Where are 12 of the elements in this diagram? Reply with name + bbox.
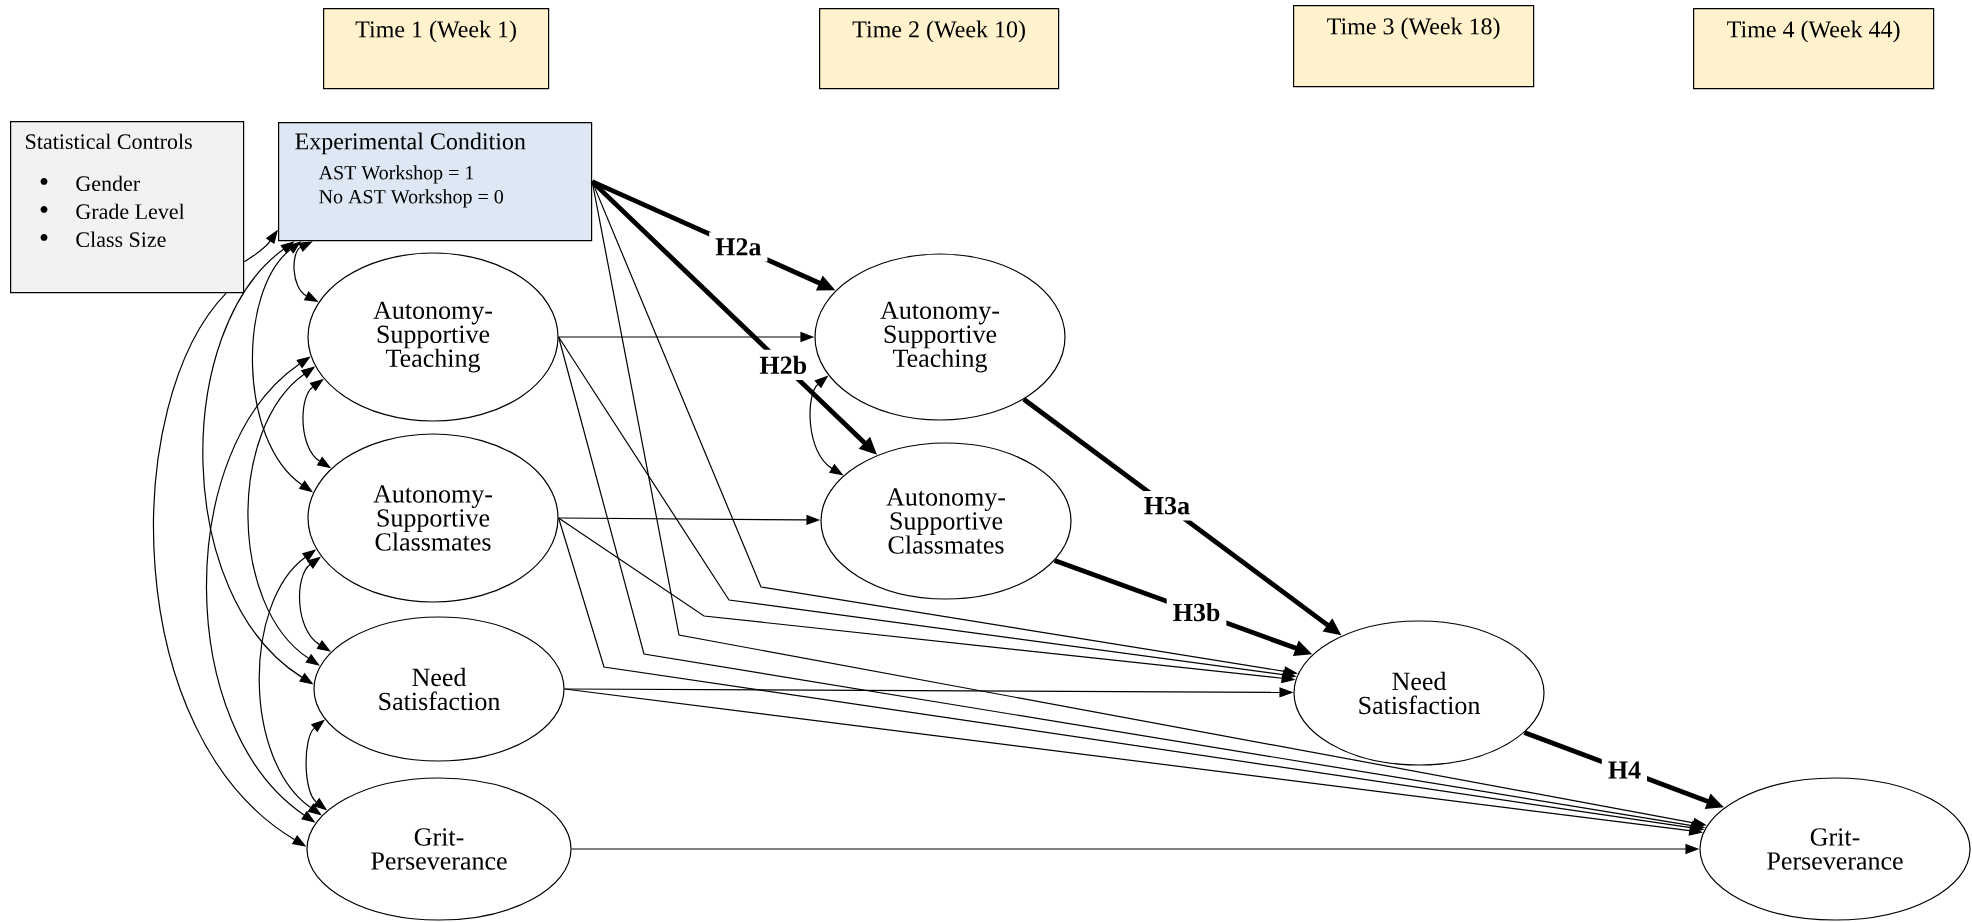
edge-label: H3b bbox=[1166, 596, 1227, 628]
time-box: Time 4 (Week 44) bbox=[1693, 8, 1935, 90]
controls-box: Statistical Controls Gender Grade Level Class Size bbox=[10, 121, 245, 294]
edge-label: H3a bbox=[1137, 490, 1197, 521]
edge-label: H2b bbox=[753, 349, 814, 381]
edge-label: H2a bbox=[709, 232, 768, 262]
arrow bbox=[247, 366, 320, 666]
edge-label: H4 bbox=[1601, 755, 1648, 785]
time-box: Time 3 (Week 18) bbox=[1293, 5, 1535, 88]
time-box: Time 1 (Week 1) bbox=[323, 8, 550, 90]
time-box: Time 2 (Week 10) bbox=[819, 8, 1060, 90]
condition-box: Experimental Condition AST Workshop = 1 No AST Workshop = 0 bbox=[278, 122, 593, 242]
